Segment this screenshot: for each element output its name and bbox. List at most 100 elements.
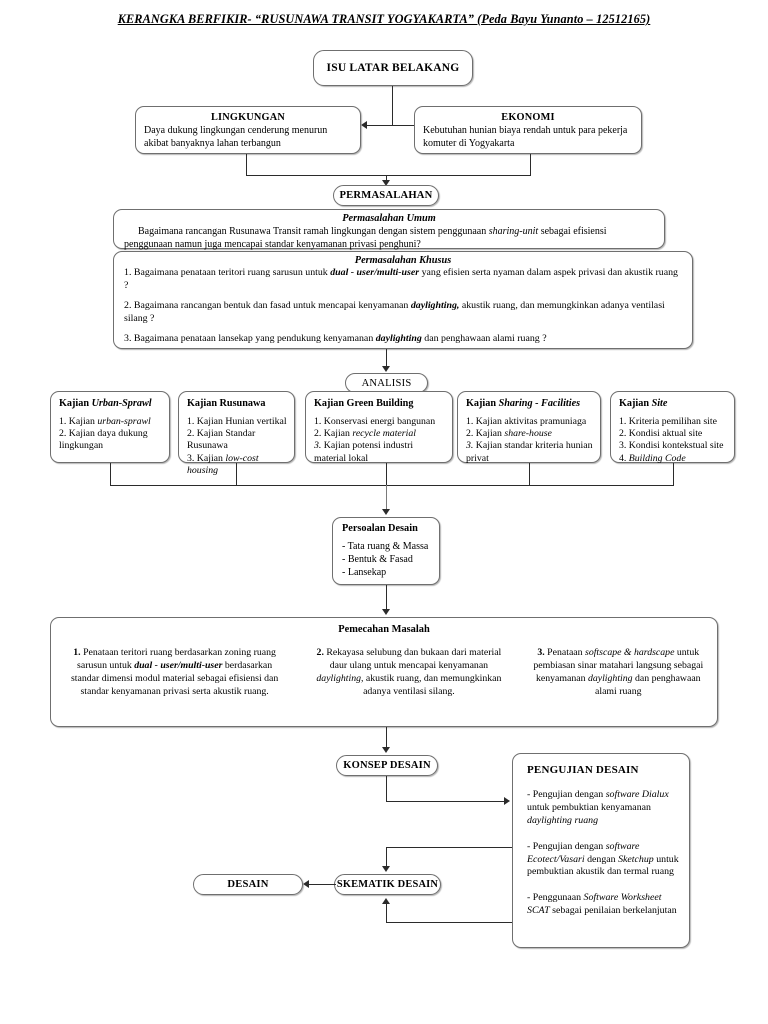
node-label: ANALISIS [361,377,412,389]
kajian-list-item: 3. Kajian potensi industri material loka… [314,440,414,464]
node-pengujian-desain[interactable]: PENGUJIAN DESAIN - Pengujian dengan soft… [512,753,690,948]
node-kajian-urban-sprawl[interactable]: Kajian Urban-Sprawl 1. Kajian urban-spra… [50,391,170,463]
connector-isu-down [392,86,394,126]
node-heading: Permasalahan Umum [342,213,436,224]
persoalan-list-item: - Bentuk & Fasad [342,553,413,565]
persoalan-list-item: - Lansekap [342,566,387,578]
node-label: DESAIN [227,879,269,890]
arrow-to-desain [303,880,309,888]
connector-skematik-in-up [386,901,388,923]
pengujian-list-item: - Pengujian dengan software Dialux untuk… [527,789,669,826]
connector-khusus-down [386,349,388,369]
pengujian-list-item: - Penggunaan Software Worksheet SCAT seb… [527,892,677,917]
connector-k5-down [673,463,675,486]
node-body: Bagaimana rancangan Rusunawa Transit ram… [124,226,607,250]
node-list: - Pengujian dengan software Dialux untuk… [527,789,679,918]
kajian-list-item: 1. Konservasi energi bangunan [314,416,436,427]
connector-k3-down [386,463,388,486]
kajian-list-item: 1. Kriteria pemilihan site [619,416,717,427]
persoalan-list-item: - Tata ruang & Massa [342,541,429,552]
arrow-to-analisis [382,366,390,372]
kajian-heading: Kajian Green Building [314,398,414,409]
connector-pemecahan-down [386,727,388,749]
node-heading: Persoalan Desain [342,523,418,534]
kajian-heading: Kajian Site [619,398,668,409]
page-title: KERANGKA BERFIKIR- “RUSUNAWA TRANSIT YOG… [117,12,651,26]
node-label: KONSEP DESAIN [343,760,431,771]
arrow-up-to-skematik-desain [382,898,390,904]
node-analisis[interactable]: ANALISIS [345,373,428,393]
connector-lingkungan-down [246,154,248,176]
node-persoalan-desain[interactable]: Persoalan Desain - Tata ruang & Massa- B… [332,517,440,585]
arrow-to-pemecahan [382,609,390,615]
connector-merge-bar [246,175,531,177]
kajian-list-item: 3. Kondisi kontekstual site [619,440,724,452]
node-ekonomi[interactable]: EKONOMI Kebutuhan hunian biaya rendah un… [414,106,642,154]
permasalahan-khusus-item: 1. Bagaimana penataan teritori ruang sar… [124,267,678,291]
node-label: PERMASALAHAN [339,190,433,201]
node-isu-latar-belakang[interactable]: ISU LATAR BELAKANG [313,50,473,86]
connector-konsep-down [386,776,388,802]
kajian-list-item: 1. Kajian aktivitas pramuniaga [466,416,587,427]
connector-pengujian-to-skematik [386,847,512,849]
node-heading: LINGKUNGAN [210,112,286,123]
node-label: ISU LATAR BELAKANG [326,62,460,74]
node-label: SKEMATIK DESAIN [336,879,439,890]
node-permasalahan-khusus[interactable]: Permasalahan Khusus 1. Bagaimana penataa… [113,251,693,349]
node-kajian-rusunawa[interactable]: Kajian Rusunawa 1. Kajian Hunian vertika… [178,391,295,476]
arrow-to-lingkungan [361,121,367,129]
node-permasalahan-umum[interactable]: Permasalahan Umum Bagaimana rancangan Ru… [113,209,665,250]
kajian-list-item: 2. Kajian share-house [466,428,552,440]
connector-merge-down [386,175,388,183]
pemecahan-column: 2. Rekayasa selubung dan bukaan dari mat… [316,647,502,697]
arrow-to-persoalan-desain [382,509,390,515]
node-desain[interactable]: DESAIN [193,874,303,895]
kajian-list-item: 3. Kajian low-cost housing [187,452,259,476]
node-heading: Pemecahan Masalah [338,624,430,635]
kajian-list-item: 2. Kajian recycle material [314,428,416,440]
node-kajian-sharing-facilities[interactable]: Kajian Sharing - Facilities 1. Kajian ak… [457,391,601,465]
node-kajian-green-building[interactable]: Kajian Green Building 1. Konservasi ener… [305,391,453,465]
node-pemecahan-masalah[interactable]: Pemecahan Masalah 1. Penataan teritori r… [50,617,718,727]
connector-kajian-merge-bar [110,485,674,487]
connector-k2-down [236,463,238,486]
node-lingkungan[interactable]: LINGKUNGAN Daya dukung lingkungan cender… [135,106,361,154]
pemecahan-column: 3. Penataan softscape & hardscape untuk … [533,647,704,697]
pemecahan-column: 1. Penataan teritori ruang berdasarkan z… [70,647,279,697]
pengujian-list-item: - Pengujian dengan software Ecotect/Vasa… [527,840,679,878]
kajian-list-item: 4. Building Code [619,452,686,464]
kajian-list-item: 1. Kajian urban-sprawl [59,416,151,427]
connector-skematik-in-down [386,847,388,868]
node-heading: Permasalahan Khusus [354,255,452,266]
connector-persoalan-down [386,585,388,611]
node-konsep-desain[interactable]: KONSEP DESAIN [336,755,438,776]
connector-k1-down [110,463,112,486]
connector-kajian-to-persoalan [386,485,388,510]
arrow-to-permasalahan [382,180,390,186]
connector-isu-split [366,125,419,127]
connector-ekonomi-down [530,154,532,176]
connector-k4-down [529,463,531,486]
node-heading: EKONOMI [501,112,555,123]
node-body: Kebutuhan hunian biaya rendah untuk para… [423,125,628,149]
kajian-heading: Kajian Rusunawa [187,398,266,409]
arrow-to-pengujian-desain [504,797,510,805]
node-skematik-desain[interactable]: SKEMATIK DESAIN [334,874,441,895]
kajian-list-item: 2. Kajian Standar Rusunawa [187,428,256,452]
kajian-list-item: 1. Kajian Hunian vertikal [187,416,287,427]
kajian-list-item: 2. Kajian daya dukung lingkungan [59,428,148,452]
node-permasalahan[interactable]: PERMASALAHAN [333,185,439,206]
arrow-to-skematik-desain [382,866,390,872]
pemecahan-columns: 1. Penataan teritori ruang berdasarkan z… [51,647,717,699]
node-list: - Tata ruang & Massa- Bentuk & Fasad- La… [342,541,439,579]
connector-pengujian-bottom-to-skematik [386,922,512,924]
permasalahan-khusus-item: 3. Bagaimana penataan lansekap yang pend… [124,332,547,344]
kajian-list-item: 3. Kajian standar kriteria hunian privat [466,440,593,464]
